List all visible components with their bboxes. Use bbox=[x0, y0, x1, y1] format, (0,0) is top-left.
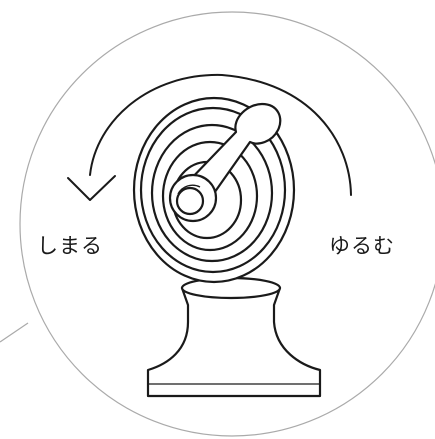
tighten-label: しまる bbox=[37, 230, 103, 260]
callout-line bbox=[0, 323, 28, 342]
loosen-label: ゆるむ bbox=[329, 230, 395, 260]
valve-base bbox=[148, 278, 320, 396]
valve-lever-icon bbox=[134, 98, 320, 396]
